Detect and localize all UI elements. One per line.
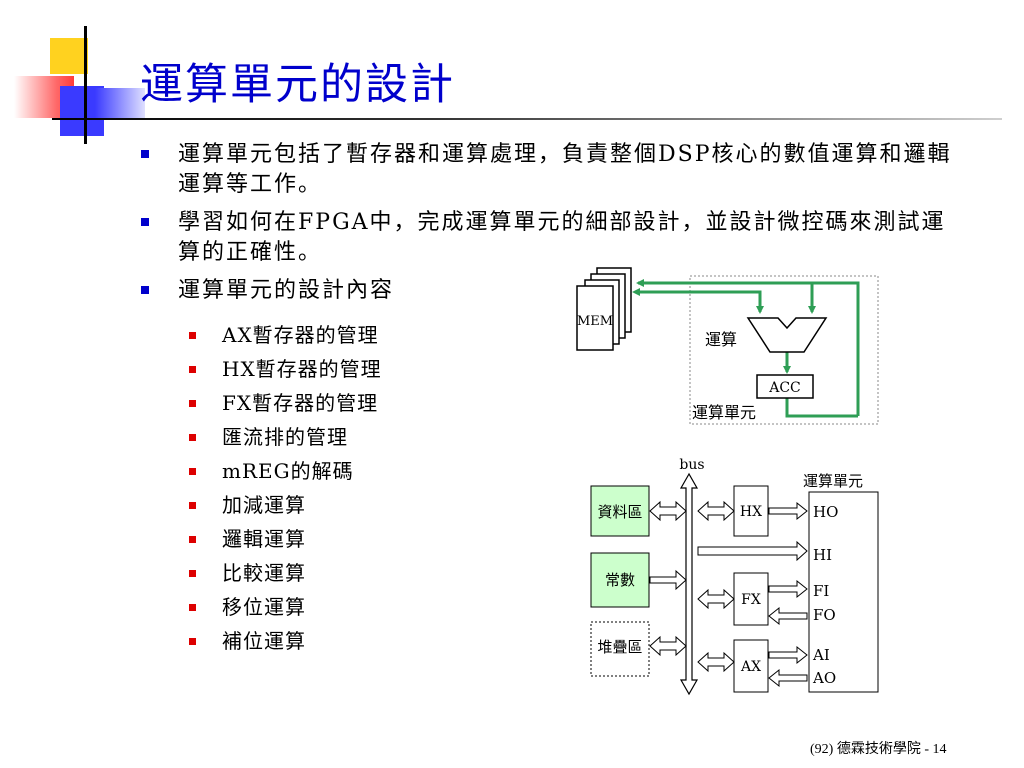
alu-label: 運算 xyxy=(705,330,737,349)
bullet-text: 運算單元包括了暫存器和運算處理，負責整個DSP核心的數值運算和邏輯運算等工作。 xyxy=(178,142,952,197)
fx-label: FX xyxy=(741,592,761,608)
sub-bullet-text: 比較運算 xyxy=(222,561,306,585)
port-fi-label: FI xyxy=(813,582,829,600)
bottom-diagram: bus 運算單元 資料區 常數 堆疊區 HX FX AX xyxy=(590,457,879,696)
constants-box xyxy=(590,552,650,608)
red-square-bullet-icon xyxy=(189,332,196,339)
sub-bullet-text: HX暫存器的管理 xyxy=(222,357,382,381)
bus-ax-arrow xyxy=(697,651,735,673)
stack-area-label: 堆疊區 xyxy=(597,638,642,656)
data-area-box xyxy=(590,485,650,537)
acc-label: ACC xyxy=(768,380,801,396)
title-underline xyxy=(52,118,1002,120)
port-fo-label: FO xyxy=(813,606,836,624)
slide-footer: (92) 德霖技術學院 - 14 xyxy=(810,742,947,757)
slide-title: 運算單元的設計 xyxy=(140,60,455,110)
sub-bullet-item: FX暫存器的管理 xyxy=(186,386,486,420)
bottom-unit-label: 運算單元 xyxy=(803,472,863,490)
data-area-label: 資料區 xyxy=(597,503,642,521)
logo-vertical-line xyxy=(84,26,87,144)
sub-bullet-item: 邏輯運算 xyxy=(186,522,486,556)
blue-square-bullet-icon xyxy=(141,286,149,294)
sub-bullet-text: 補位運算 xyxy=(222,629,306,653)
bullet-item: 運算單元包括了暫存器和運算處理，負責整個DSP核心的數值運算和邏輯運算等工作。 xyxy=(138,140,968,200)
alu-shape xyxy=(746,317,828,353)
red-square-bullet-icon xyxy=(189,502,196,509)
sub-bullet-text: 匯流排的管理 xyxy=(222,425,348,449)
bullet-item: 學習如何在FPGA中，完成運算單元的細部設計，並設計微控碼來測試運算的正確性。 xyxy=(138,208,968,268)
bus-label: bus xyxy=(679,457,704,473)
sub-bullet-item: AX暫存器的管理 xyxy=(186,318,486,352)
bullet-list: 運算單元包括了暫存器和運算處理，負責整個DSP核心的數值運算和邏輯運算等工作。 … xyxy=(138,140,968,314)
red-square-bullet-icon xyxy=(189,468,196,475)
sub-bullet-item: mREG的解碼 xyxy=(186,454,486,488)
stack-area-box xyxy=(590,621,650,677)
hx-label: HX xyxy=(740,504,762,520)
fo-fx-arrow xyxy=(768,606,808,626)
constants-bus-arrow xyxy=(649,569,687,591)
ax-label: AX xyxy=(740,659,761,675)
logo-yellow-square xyxy=(50,38,88,74)
port-ai-label: AI xyxy=(812,646,830,664)
top-unit-label: 運算單元 xyxy=(692,403,756,422)
fx-fi-arrow xyxy=(768,579,808,599)
bus-fx-arrow xyxy=(697,588,735,610)
mem-label: MEM xyxy=(577,314,613,329)
blue-square-bullet-icon xyxy=(141,218,149,226)
red-square-bullet-icon xyxy=(189,638,196,645)
sub-bullet-item: 移位運算 xyxy=(186,590,486,624)
sub-bullet-item: 補位運算 xyxy=(186,624,486,658)
logo-blue-gradient xyxy=(95,88,145,118)
port-ho-label: HO xyxy=(813,503,838,521)
bus-double-arrow xyxy=(679,472,699,696)
hx-register-box xyxy=(733,485,769,537)
red-square-bullet-icon xyxy=(189,366,196,373)
bottom-unit-box xyxy=(808,491,879,693)
sub-bullet-item: HX暫存器的管理 xyxy=(186,352,486,386)
port-hi-label: HI xyxy=(813,546,832,564)
constants-label: 常數 xyxy=(605,571,635,589)
red-square-bullet-icon xyxy=(189,536,196,543)
ao-ax-arrow xyxy=(768,668,808,688)
sub-bullet-item: 匯流排的管理 xyxy=(186,420,486,454)
sub-bullet-text: FX暫存器的管理 xyxy=(222,391,379,415)
acc-out-arrow xyxy=(785,398,858,418)
acc-register-box xyxy=(756,374,814,399)
red-square-bullet-icon xyxy=(189,434,196,441)
sub-bullet-text: 邏輯運算 xyxy=(222,527,306,551)
fx-register-box xyxy=(733,572,769,626)
red-square-bullet-icon xyxy=(189,604,196,611)
sub-bullet-text: mREG的解碼 xyxy=(222,459,354,483)
data-area-bus-arrow xyxy=(649,500,687,522)
red-square-bullet-icon xyxy=(189,400,196,407)
ax-register-box xyxy=(733,639,769,693)
bullet-item: 運算單元的設計內容 xyxy=(138,276,968,306)
hx-ho-arrow xyxy=(768,501,808,521)
sub-bullet-text: 加減運算 xyxy=(222,493,306,517)
port-ao-label: AO xyxy=(812,669,836,687)
sub-bullet-list: AX暫存器的管理 HX暫存器的管理 FX暫存器的管理 匯流排的管理 mREG的解… xyxy=(186,318,486,658)
bullet-text: 學習如何在FPGA中，完成運算單元的細部設計，並設計微控碼來測試運算的正確性。 xyxy=(178,210,946,265)
blue-square-bullet-icon xyxy=(141,150,149,158)
bus-hx-arrow xyxy=(697,500,735,522)
red-square-bullet-icon xyxy=(189,570,196,577)
bus-hi-arrow xyxy=(697,540,808,562)
sub-bullet-text: AX暫存器的管理 xyxy=(222,323,379,347)
stack-area-bus-arrow xyxy=(649,635,687,657)
sub-bullet-item: 加減運算 xyxy=(186,488,486,522)
sub-bullet-item: 比較運算 xyxy=(186,556,486,590)
sub-bullet-text: 移位運算 xyxy=(222,595,306,619)
bullet-text: 運算單元的設計內容 xyxy=(178,278,395,303)
ax-ai-arrow xyxy=(768,645,808,665)
